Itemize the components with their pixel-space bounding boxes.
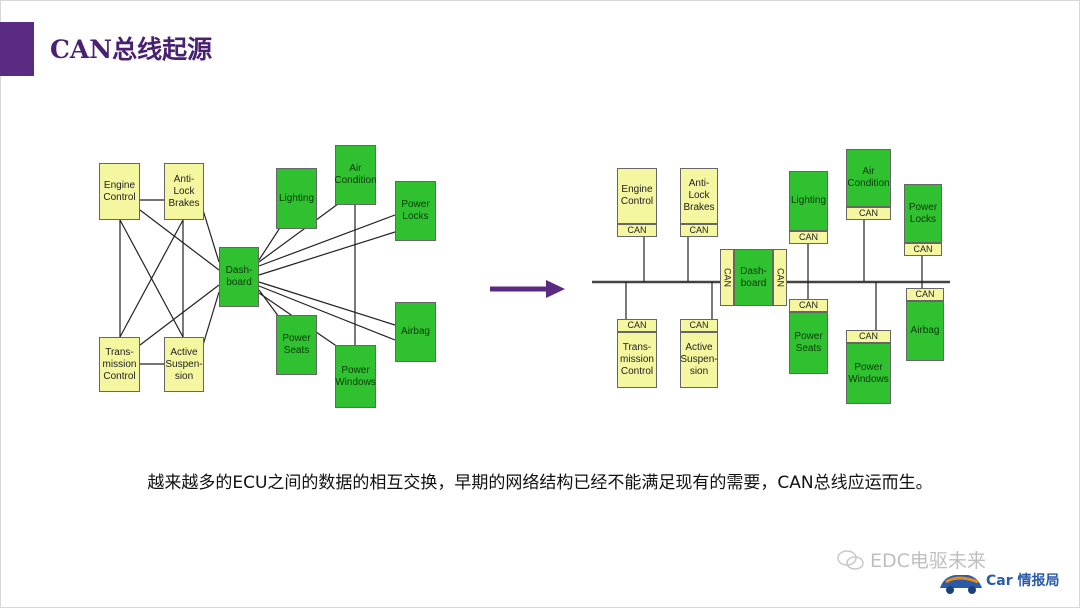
left-transmission-control: Trans- mission Control [99,337,140,392]
right-can-dash-right: CAN [773,249,787,306]
right-air-condition: Air Condition [846,149,891,207]
right-power-locks: Power Locks [904,184,942,243]
logo-car-text: Car [986,573,1013,589]
right-can-dash-left: CAN [720,249,734,306]
left-lighting: Lighting [276,168,317,229]
right-active-suspension: Active Suspen- sion [680,332,718,388]
watermark-text: EDC电驱未来 [870,550,986,572]
left-anti-lock-brakes: Anti- Lock Brakes [164,163,204,220]
right-transmission-control: Trans- mission Control [617,332,657,388]
arrow-right-icon [490,280,565,298]
right-power-seats: Power Seats [789,312,828,374]
left-power-locks: Power Locks [395,181,436,241]
right-can-abs: CAN [680,224,718,237]
right-power-windows: Power Windows [846,343,891,404]
left-dashboard: Dash- board [219,247,259,307]
right-can-airbag: CAN [906,288,944,301]
right-anti-lock-brakes: Anti- Lock Brakes [680,168,718,224]
logo-brand-text: 情报局 [1017,573,1060,589]
right-engine-control: Engine Control [617,168,657,224]
left-air-condition: Air Condition [334,145,377,205]
left-power-seats: Power Seats [276,315,317,375]
title-accent-bar [0,22,34,76]
car-logo-icon [940,575,982,594]
right-can-windows: CAN [846,330,891,343]
right-dashboard: Dash- board [734,249,773,306]
right-can-lighting: CAN [789,231,828,244]
right-lighting: Lighting [789,171,828,231]
right-can-locks: CAN [904,243,942,256]
left-active-suspension: Active Suspen- sion [164,337,204,392]
left-engine-control: Engine Control [99,163,140,220]
slide-caption: 越来越多的ECU之间的数据的相互交换，早期的网络结构已经不能满足现有的需要，CA… [147,473,933,493]
left-airbag: Airbag [395,302,436,362]
slide-title: CAN总线起源 [50,35,213,64]
left-power-windows: Power Windows [335,345,376,408]
wechat-icon [837,550,864,570]
right-can-trans: CAN [617,319,657,332]
right-can-susp: CAN [680,319,718,332]
right-airbag: Airbag [906,301,944,361]
logo-text: Car 情报局 [986,570,1060,590]
right-can-seats: CAN [789,299,828,312]
right-can-engine: CAN [617,224,657,237]
right-can-air: CAN [846,207,891,220]
